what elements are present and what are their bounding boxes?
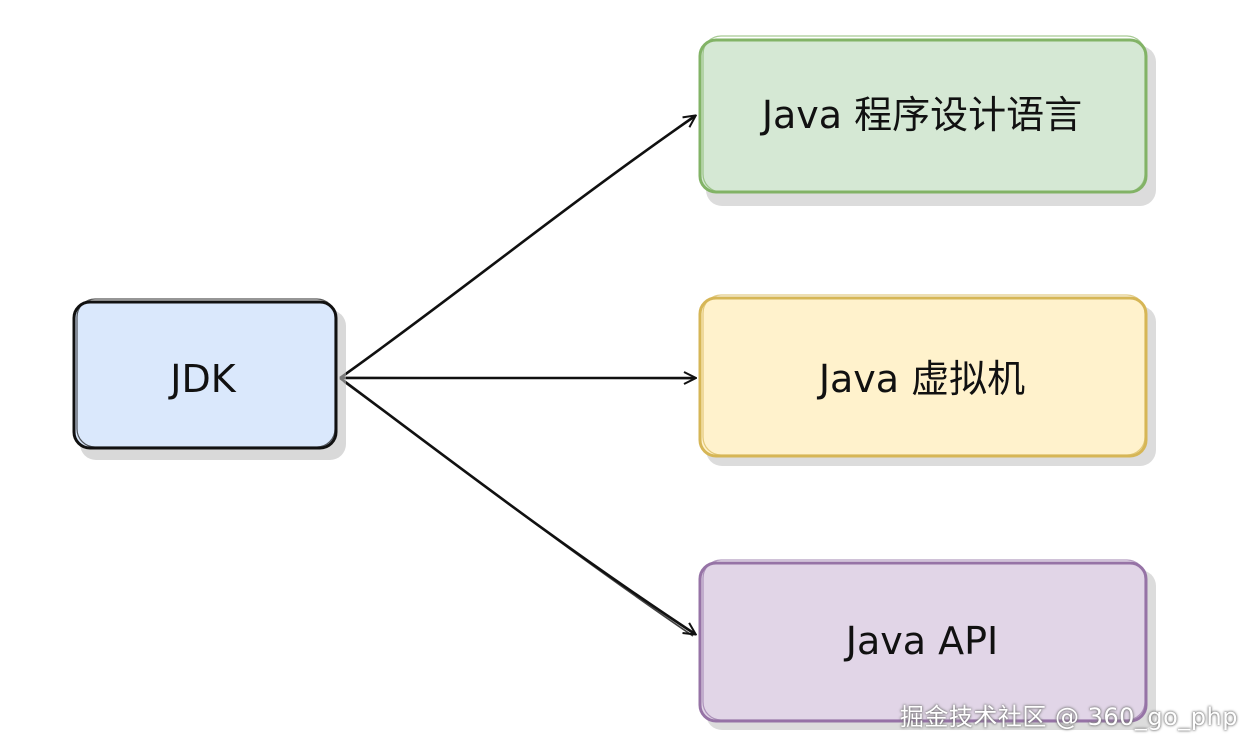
node-jvm-label: Java 虚拟机 [817, 357, 1025, 401]
node-api: Java API [698, 559, 1156, 730]
node-language: Java 程序设计语言 [698, 35, 1156, 206]
edge-jdk-to-language [339, 116, 695, 380]
edge-jdk-to-api [339, 376, 695, 637]
node-api-label: Java API [844, 619, 998, 663]
node-language-label: Java 程序设计语言 [760, 93, 1082, 137]
edge-jdk-to-jvm [340, 377, 695, 379]
node-jdk-label: JDK [168, 357, 236, 401]
watermark: 掘金技术社区 @ 360_go_php [899, 703, 1238, 731]
node-jdk: JDK [72, 298, 346, 460]
node-jvm: Java 虚拟机 [698, 294, 1156, 466]
